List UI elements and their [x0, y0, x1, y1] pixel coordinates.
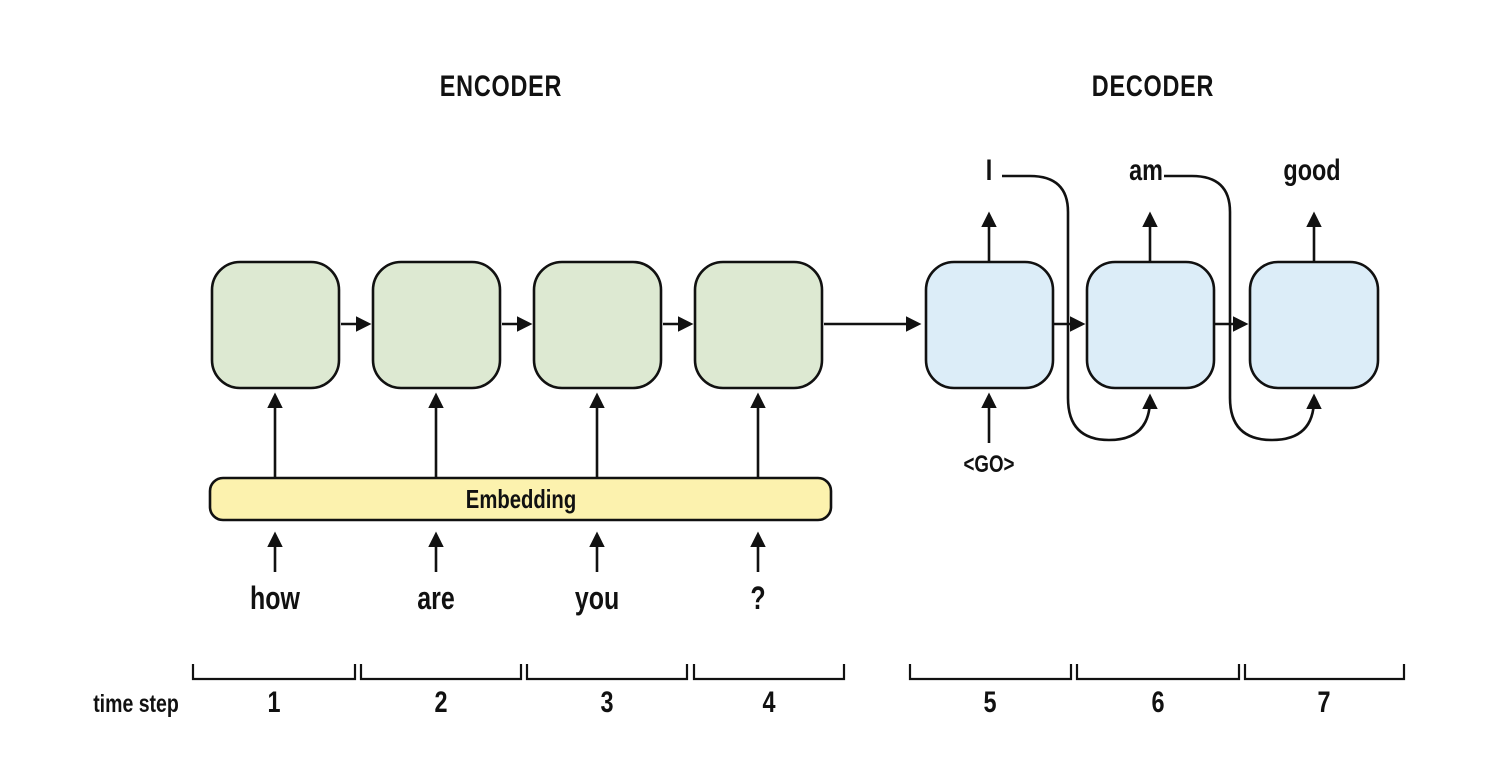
- timestep-number-1: 1: [267, 686, 281, 719]
- go-token-label: <GO>: [963, 451, 1015, 478]
- timestep-axis-label: time step: [93, 690, 179, 718]
- feedback-curve-am-to-dec3: [1164, 174, 1322, 442]
- decoder-cell-2: [1085, 260, 1216, 390]
- timestep-bracket-2: [359, 664, 523, 681]
- encoder-cell-2: [371, 260, 502, 390]
- embedding-label: Embedding: [465, 484, 577, 514]
- decoder-cell-3: [1248, 260, 1380, 390]
- timestep-bracket-4: [692, 664, 846, 681]
- decoder-title: DECODER: [1091, 70, 1215, 103]
- timestep-bracket-3: [525, 664, 689, 681]
- output-word-good: good: [1283, 154, 1341, 187]
- encoder-cell-4: [693, 260, 824, 390]
- input-word-question-mark: ?: [750, 580, 766, 616]
- timestep-bracket-5: [908, 664, 1073, 681]
- timestep-bracket-1: [191, 664, 357, 681]
- encoder-cell-3: [532, 260, 663, 390]
- timestep-number-6: 6: [1151, 686, 1165, 719]
- feedback-curve-I-to-dec2: [1002, 174, 1158, 442]
- input-word-you: you: [574, 580, 620, 616]
- decoder-cell-1: [924, 260, 1055, 390]
- timestep-number-4: 4: [762, 686, 776, 719]
- timestep-number-7: 7: [1317, 686, 1331, 719]
- encoder-cell-1: [210, 260, 341, 390]
- timestep-number-5: 5: [983, 686, 997, 719]
- output-word-I: I: [985, 154, 993, 187]
- output-word-am: am: [1129, 154, 1163, 187]
- embedding-bar: [208, 476, 833, 522]
- timestep-number-3: 3: [600, 686, 614, 719]
- timestep-number-2: 2: [434, 686, 448, 719]
- encoder-title: ENCODER: [439, 70, 563, 103]
- timestep-bracket-6: [1075, 664, 1241, 681]
- input-word-how: how: [250, 580, 300, 616]
- timestep-bracket-7: [1243, 664, 1406, 681]
- input-word-are: are: [417, 580, 455, 616]
